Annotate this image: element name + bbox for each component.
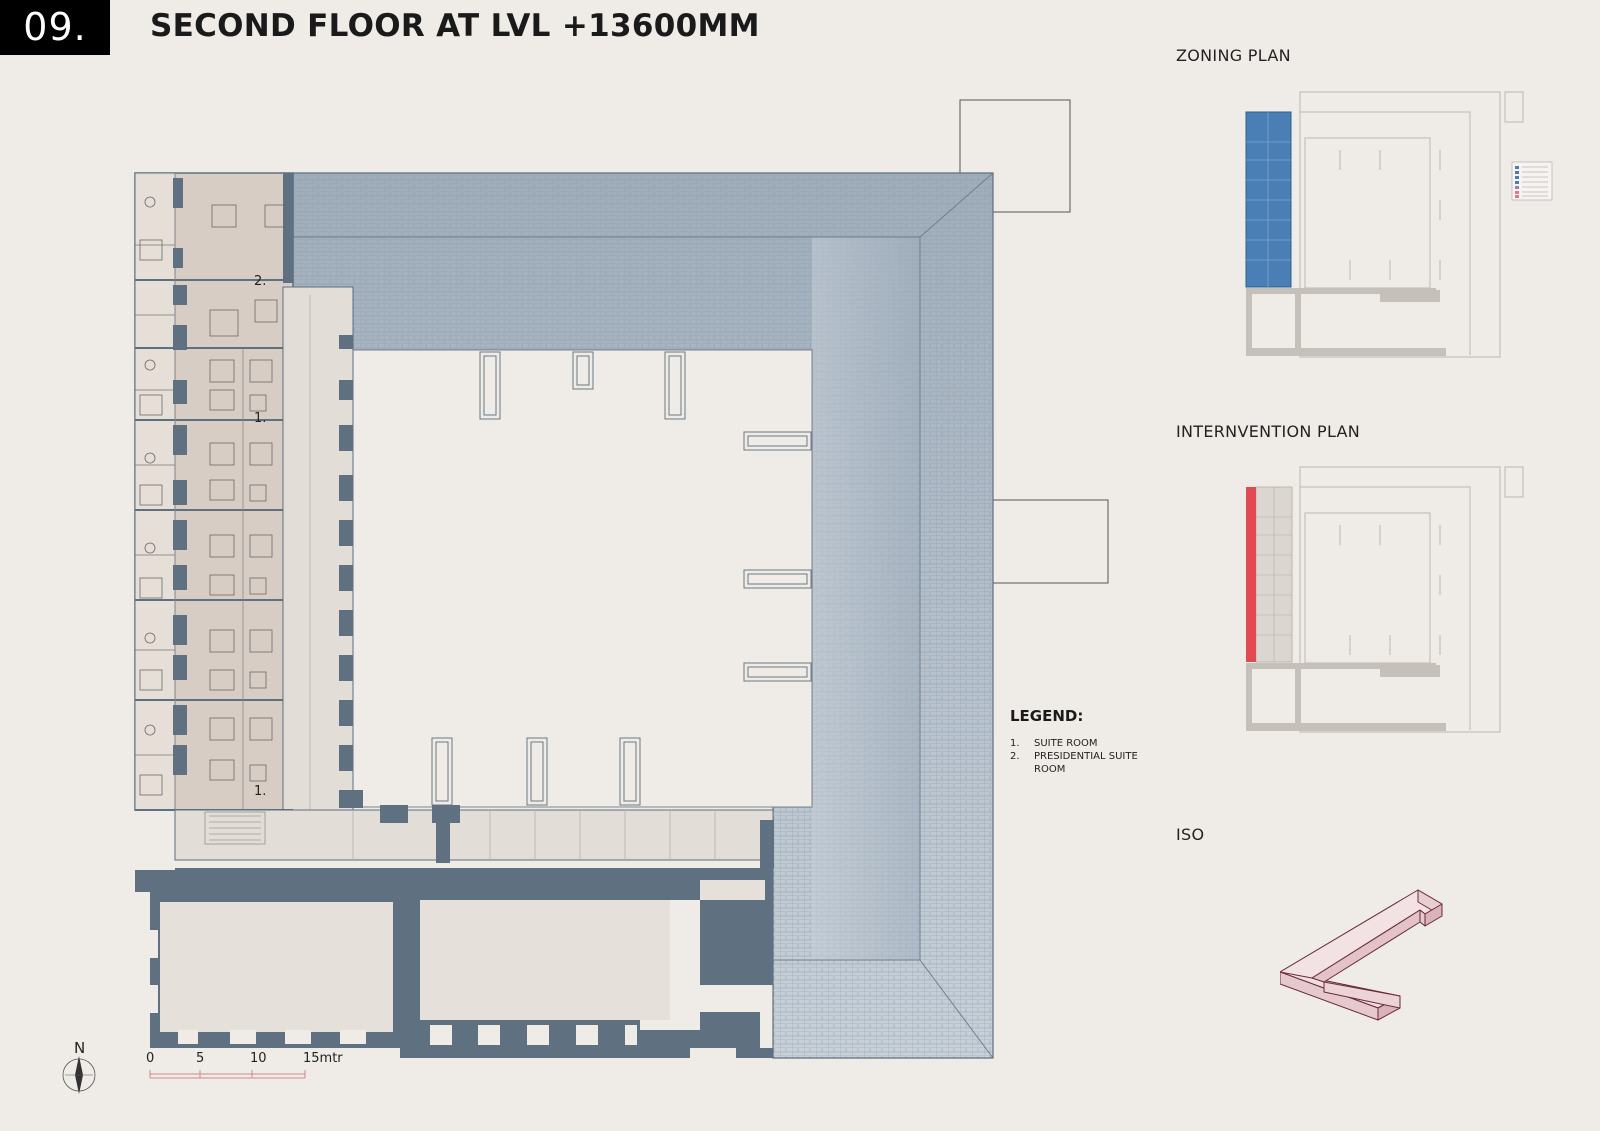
- legend-item-label: SUITE ROOM: [1034, 738, 1098, 749]
- legend-item-number: 2.: [1010, 751, 1020, 762]
- zoning-blue-zone: [1245, 111, 1292, 288]
- roof-area: [292, 172, 994, 1059]
- scale-tick-0: 0: [146, 1051, 154, 1066]
- sheet-title: SECOND FLOOR AT LVL +13600MM: [150, 8, 760, 44]
- legend: LEGEND: 1. SUITE ROOM 2. PRESIDENTIAL SU…: [1010, 707, 1160, 776]
- label-suite-top: 1.: [254, 411, 266, 426]
- legend-item: 2. PRESIDENTIAL SUITE ROOM: [1010, 750, 1160, 776]
- label-suite-bottom: 1.: [254, 784, 266, 799]
- legend-item-number: 1.: [1010, 738, 1020, 749]
- scale-bar: 0 5 10 15mtr: [146, 1051, 343, 1079]
- intervention-red-zone: [1246, 487, 1256, 662]
- main-floor-plan: 2. 1. 1.: [134, 99, 1109, 1059]
- iso-view: [1280, 889, 1443, 1021]
- south-block: [135, 860, 773, 1058]
- north-label: N: [74, 1040, 85, 1057]
- intervention-existing-rooms: [1255, 486, 1293, 663]
- annex-outline-link: [992, 212, 1109, 584]
- skylight-slots: [431, 351, 812, 806]
- west-wing: [134, 172, 363, 811]
- scale-tick-15: 15mtr: [303, 1051, 343, 1066]
- courtyard: [352, 349, 813, 808]
- zoning-plan: [1245, 91, 1553, 358]
- sheet-number: 09.: [0, 0, 110, 55]
- zoning-legend-key: [1511, 161, 1553, 201]
- scale-tick-10: 10: [250, 1051, 267, 1066]
- label-presidential-suite: 2.: [254, 274, 266, 289]
- intervention-plan-title: INTERNVENTION PLAN: [1176, 422, 1361, 441]
- legend-item: 1. SUITE ROOM: [1010, 737, 1160, 750]
- north-arrow-icon: N: [62, 1040, 96, 1094]
- intervention-plan: [1246, 466, 1524, 733]
- legend-title: LEGEND:: [1010, 707, 1084, 725]
- annex-outline-north: [959, 99, 1071, 213]
- iso-title: ISO: [1176, 825, 1205, 844]
- zoning-plan-title: ZONING PLAN: [1176, 46, 1291, 65]
- south-gallery: [174, 805, 774, 868]
- scale-tick-5: 5: [196, 1051, 204, 1066]
- legend-item-label: PRESIDENTIAL SUITE ROOM: [1034, 751, 1138, 775]
